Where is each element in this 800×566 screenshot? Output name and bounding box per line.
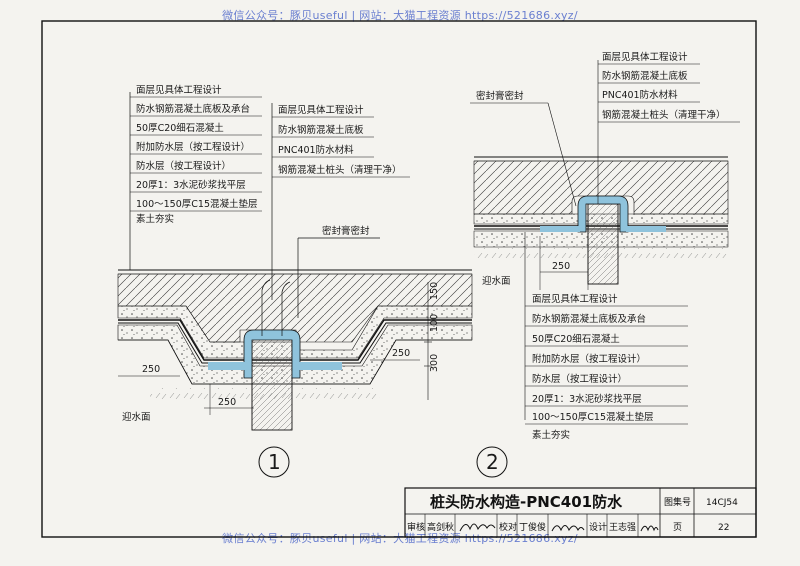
d1-dim-250-right: 250 [392,348,410,359]
d1-dim-250-left: 250 [142,364,160,375]
d1-layer-2: 50厚C20细石混凝土 [136,122,224,134]
detail-number-2-circle [476,446,508,478]
pnc401-material-1 [243,329,301,379]
d2-bottom-1: 防水钢筋混凝土底板及承台 [532,313,646,325]
d1-layer-0: 面层见具体工程设计 [136,84,222,96]
detail-1: 面层见具体工程设计 防水钢筋混凝土底板及承台 50厚C20细石混凝土 附加防水层… [117,84,473,478]
design-signature [640,525,659,532]
d1-right-1: 防水钢筋混凝土底板 [278,124,364,136]
check-signature [551,525,585,532]
page-label: 页 [673,522,682,533]
d2-bottom-0: 面层见具体工程设计 [532,293,618,305]
page-value: 22 [718,523,729,533]
pile-2 [587,203,619,285]
d2-bottom-2: 50厚C20细石混凝土 [532,333,620,345]
d1-layer-4: 防水层（按工程设计） [136,160,231,172]
d1-layer-5: 20厚1：3水泥砂浆找平层 [136,179,246,191]
title-block: 桩头防水构造-PNC401防水 图集号 14CJ54 页 22 审核 高剑秋 校… [404,487,757,538]
watermark-bottom: 微信公众号：豚贝useful | 网站：大猫工程资源 https://52168… [222,532,578,545]
d1-layer-1: 防水钢筋混凝土底板及承台 [136,103,250,115]
concrete-slab-2 [473,160,729,215]
d2-bottom-3: 附加防水层（按工程设计） [532,353,646,365]
d2-top-0: 面层见具体工程设计 [602,51,688,63]
d1-layer-3: 附加防水层（按工程设计） [136,141,250,153]
review-name: 高剑秋 [427,521,454,533]
drawing-frame [41,20,757,538]
atlas-label: 图集号 [664,496,691,508]
design-name: 王志强 [609,521,636,533]
d2-bottom-5: 20厚1：3水泥砂浆找平层 [532,393,642,405]
detail-number-1: 1 [268,450,281,474]
d1-dim-250-bottom: 250 [218,397,236,408]
pile-1 [251,335,293,431]
check-label: 校对 [499,521,517,533]
d2-bottom-6: 100～150厚C15混凝土垫层 [532,411,654,423]
d1-layer-6: 100～150厚C15混凝土垫层 [136,198,258,210]
d2-sealant: 密封膏密封 [476,90,524,102]
detail-2: 密封膏密封 面层见具体工程设计 防水钢筋混凝土底板 PNC401防水材料 钢筋混… [470,51,740,478]
drawing-title: 桩头防水构造-PNC401防水 [430,493,623,511]
d2-top-2: PNC401防水材料 [602,89,678,101]
watermark-top: 微信公众号：豚贝useful | 网站：大猫工程资源 https://52168… [222,9,578,22]
review-label: 审核 [407,521,425,533]
d2-bottom-7: 素土夯实 [532,429,570,441]
check-name: 丁俊俊 [519,521,546,533]
d1-layer-7: 素土夯实 [136,213,174,225]
d1-right-2: PNC401防水材料 [278,144,354,156]
atlas-value: 14CJ54 [706,498,738,508]
detail-number-1-circle [258,446,290,478]
d2-bottom-4: 防水层（按工程设计） [532,373,627,385]
detail-number-2: 2 [486,450,499,474]
d2-top-1: 防水钢筋混凝土底板 [602,70,688,82]
d2-waterside: 迎水面 [482,275,511,287]
fine-concrete-layer-1 [117,305,473,359]
pnc401-material-2 [577,195,629,233]
d1-dim-300: 300 [429,354,440,372]
d1-dim-100: 100 [429,314,440,332]
d1-sealant: 密封膏密封 [322,225,370,237]
d1-dim-150: 150 [429,282,440,300]
review-signature [459,523,496,532]
d1-waterside: 迎水面 [122,411,151,423]
design-label: 设计 [589,521,607,533]
d1-right-3: 钢筋混凝土桩头（清理干净） [278,164,402,176]
d1-right-0: 面层见具体工程设计 [278,104,364,116]
d2-dim-250: 250 [552,261,570,272]
d2-top-3: 钢筋混凝土桩头（清理干净） [602,109,726,121]
